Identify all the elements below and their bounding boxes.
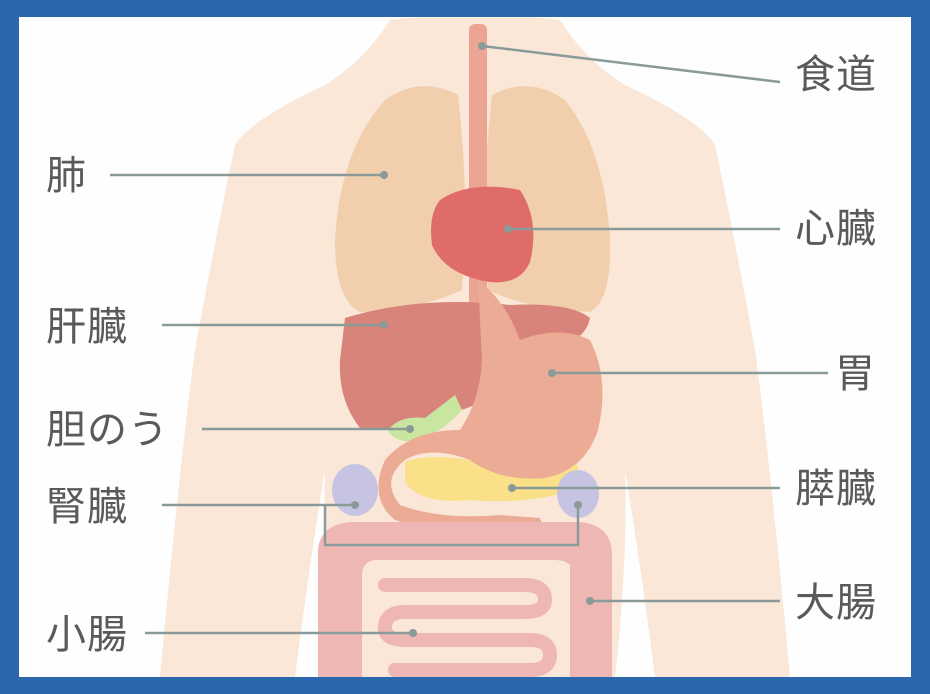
label-gallbladder: 胆のう: [46, 410, 169, 450]
label-stomach: 胃: [835, 354, 876, 394]
anatomy-illustration: [19, 17, 911, 677]
label-liver: 肝臓: [46, 307, 128, 347]
label-kidney: 腎臓: [46, 487, 128, 527]
label-pancreas: 膵臓: [795, 469, 877, 509]
label-lung: 肺: [46, 156, 87, 196]
label-esophagus: 食道: [795, 55, 877, 95]
label-heart: 心臓: [795, 209, 877, 249]
label-small-intestine: 小腸: [46, 615, 128, 655]
label-large-intestine: 大腸: [795, 583, 877, 623]
diagram-panel: 食道 肺 心臓 肝臓 胃 胆のう 膵臓 腎臓 大腸 小腸: [19, 17, 911, 677]
